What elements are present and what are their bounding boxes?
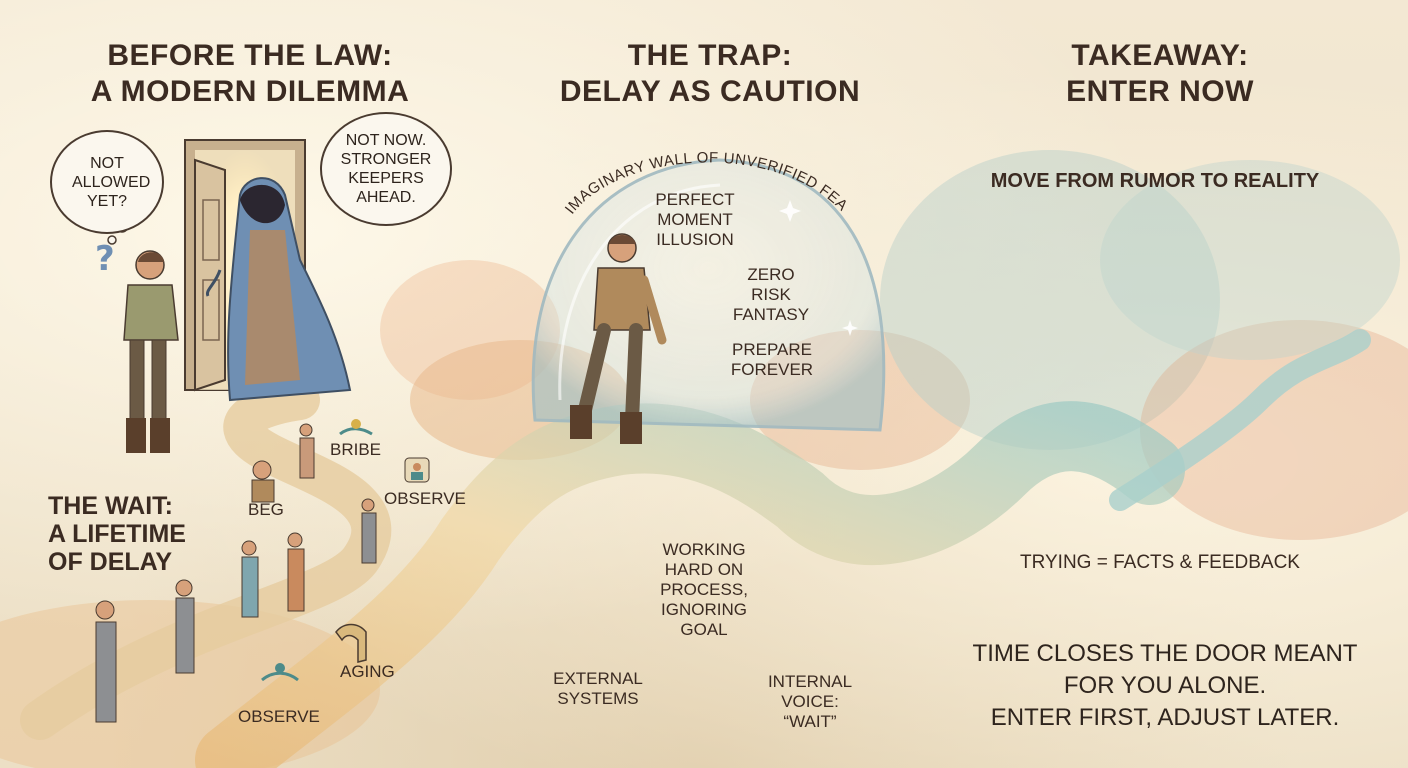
dome-arc-text: IMAGINARY WALL OF UNVERIFIED FEAR (0, 0, 851, 217)
illusion-perfect-moment: PERFECT MOMENT ILLUSION (655, 190, 735, 249)
wait-line1: THE WAIT: (48, 492, 173, 520)
middle-panel-title: THE TRAP: DELAY AS CAUTION (540, 38, 880, 110)
thought-bubble: NOT ALLOWED YET? (50, 130, 164, 234)
illusion-prepare-forever: PREPARE FOREVER (730, 340, 814, 379)
wait-line2: A LIFETIME (48, 520, 186, 548)
left-title-line1: BEFORE THE LAW: (107, 39, 393, 72)
middle-traveler-figure (570, 233, 667, 444)
middle-title-line2: DELAY AS CAUTION (559, 75, 861, 108)
aging-scroll-icon (335, 623, 367, 663)
closing-line1: TIME CLOSES THE DOOR MEANT (972, 640, 1358, 667)
illusion-zero-risk: ZERO RISK FANTASY (732, 265, 810, 324)
label-observe-top: OBSERVE (384, 489, 466, 508)
gatekeeper-figure (205, 177, 352, 402)
question-mark-icon: ? (95, 239, 115, 279)
bribe-hand-icon (339, 419, 373, 436)
label-aging: AGING (340, 662, 395, 681)
observe-hand-icon (261, 663, 299, 682)
label-external-systems: EXTERNAL SYSTEMS (553, 669, 643, 708)
trying-text: TRYING = FACTS & FEEDBACK (1020, 552, 1300, 573)
left-panel-title: BEFORE THE LAW: A MODERN DILEMMA (60, 38, 440, 110)
closing-line2: FOR YOU ALONE. (1063, 672, 1267, 699)
label-internal-voice: INTERNAL VOICE: “WAIT” (767, 672, 853, 731)
the-wait-heading: THE WAIT: A LIFETIME OF DELAY (48, 492, 186, 576)
gatekeeper-speech-bubble: NOT NOW. STRONGER KEEPERS AHEAD. (320, 112, 452, 226)
banner-text: MOVE FROM RUMOR TO REALITY (990, 170, 1320, 192)
right-title-line2: ENTER NOW (1066, 75, 1254, 108)
svg-text:IMAGINARY WALL OF UNVERIFIED F: IMAGINARY WALL OF UNVERIFIED FEAR (0, 0, 851, 217)
middle-title-line1: THE TRAP: (627, 39, 793, 72)
central-winding-path (195, 401, 1185, 768)
speech-bubble-text: NOT NOW. STRONGER KEEPERS AHEAD. (340, 132, 432, 206)
waiting-crowd (95, 423, 377, 723)
label-beg: BEG (248, 500, 284, 519)
observe-badge-icon (404, 457, 430, 483)
right-panel-path (1109, 329, 1371, 511)
label-observe-bottom: OBSERVE (238, 707, 320, 726)
closing-line3: ENTER FIRST, ADJUST LATER. (990, 704, 1340, 731)
label-bribe: BRIBE (330, 440, 382, 459)
wait-line3: OF DELAY (48, 548, 173, 576)
right-panel-title: TAKEAWAY: ENTER NOW (1010, 38, 1310, 110)
right-title-line1: TAKEAWAY: (1071, 39, 1249, 72)
left-traveler-figure (123, 250, 179, 453)
thought-bubble-text: NOT ALLOWED YET? (72, 154, 151, 210)
closing-quote: TIME CLOSES THE DOOR MEANT FOR YOU ALONE… (965, 638, 1365, 734)
left-title-line2: A MODERN DILEMMA (90, 75, 410, 108)
label-process: WORKING HARD ON PROCESS, IGNORING GOAL (660, 540, 748, 639)
